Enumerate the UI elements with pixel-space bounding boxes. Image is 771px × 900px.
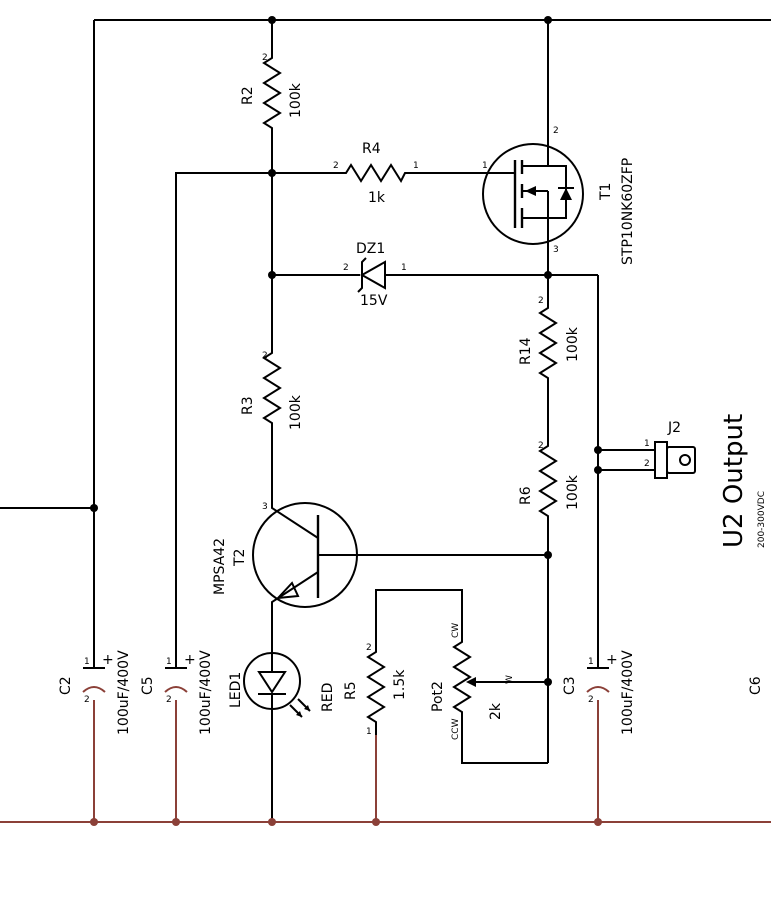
pot2-wiper: W — [505, 675, 515, 684]
r2-value: 100k — [288, 82, 304, 118]
c2-value: 100uF/400V — [116, 650, 132, 735]
resistor-r14: R14 100k 2 — [518, 296, 581, 385]
dz1-ref: DZ1 — [356, 241, 385, 257]
t2-ref: T2 — [232, 549, 248, 567]
capacitor-c3: C3 100uF/400V + 1 2 — [562, 650, 636, 735]
led-led1: LED1 RED — [228, 650, 336, 718]
pot2-value: 2k — [488, 702, 504, 720]
resistor-r4: R4 1k 2 1 — [333, 141, 419, 206]
capacitor-c6: C6 — [748, 676, 764, 695]
j2-pin1: 1 — [644, 439, 650, 449]
r5-pin1: 1 — [366, 727, 372, 737]
r14-ref: R14 — [518, 337, 534, 365]
r3-ref: R3 — [240, 396, 256, 415]
pot2-ref: Pot2 — [430, 681, 446, 712]
junctions — [90, 16, 602, 826]
c2-pin2: 2 — [84, 695, 90, 705]
c2-pin1: 1 — [84, 657, 90, 667]
c3-value: 100uF/400V — [620, 650, 636, 735]
c5-value: 100uF/400V — [198, 650, 214, 735]
c3-pin2: 2 — [588, 695, 594, 705]
j2-pin2: 2 — [644, 459, 650, 469]
zener-dz1: DZ1 15V 2 1 — [343, 241, 407, 309]
r4-pin1: 1 — [413, 161, 419, 171]
t1-pin1: 1 — [482, 161, 488, 171]
c3-ref: C3 — [562, 676, 578, 695]
resistor-r6: R6 100k 2 — [518, 438, 581, 525]
t2-part: MPSA42 — [212, 538, 228, 595]
title-subtext: 200-300VDC — [757, 491, 767, 548]
t1-pin2: 2 — [553, 126, 559, 136]
led1-value: RED — [320, 683, 336, 712]
pot2-ccw: CCW — [451, 718, 461, 740]
resistor-r2: R2 100k 2 — [240, 50, 304, 140]
c2-plus: + — [102, 652, 114, 668]
capacitor-c5: C5 100uF/400V + 1 2 — [140, 650, 214, 735]
r3-pin2: 2 — [262, 351, 268, 361]
r5-ref: R5 — [343, 681, 359, 700]
led1-ref: LED1 — [228, 672, 244, 708]
resistor-r5: R5 1.5k 2 1 — [343, 643, 408, 737]
dz1-value: 15V — [360, 293, 388, 309]
j2-ref: J2 — [667, 420, 681, 436]
c5-plus: + — [184, 652, 196, 668]
resistor-r3: R3 100k 2 — [240, 345, 304, 437]
c3-plus: + — [606, 652, 618, 668]
mosfet-t1: T1 STP10NK60ZFP 1 2 3 — [482, 126, 636, 265]
dz1-pin2: 2 — [343, 263, 349, 273]
c5-pin1: 1 — [166, 657, 172, 667]
r14-value: 100k — [565, 326, 581, 362]
r4-value: 1k — [368, 190, 386, 206]
dz1-pin1: 1 — [401, 263, 407, 273]
capacitor-c2: C2 100uF/400V + 1 2 — [58, 650, 132, 735]
r5-value: 1.5k — [392, 669, 408, 700]
r5-pin2: 2 — [366, 643, 372, 653]
c3-pin1: 1 — [588, 657, 594, 667]
r3-value: 100k — [288, 394, 304, 430]
r6-ref: R6 — [518, 486, 534, 505]
c5-ref: C5 — [140, 676, 156, 695]
title-text: U2 Output — [719, 414, 749, 548]
pot2-cw: CW — [451, 623, 461, 638]
c5-pin2: 2 — [166, 695, 172, 705]
r6-pin2: 2 — [538, 441, 544, 451]
t1-part: STP10NK60ZFP — [620, 158, 636, 265]
c6-ref: C6 — [748, 676, 764, 695]
r4-ref: R4 — [362, 141, 381, 157]
r6-value: 100k — [565, 474, 581, 510]
r2-pin2: 2 — [262, 53, 268, 63]
t1-ref: T1 — [598, 183, 614, 201]
c2-ref: C2 — [58, 676, 74, 695]
potentiometer-pot2: Pot2 2k CW CCW W — [430, 623, 515, 740]
r4-pin2: 2 — [333, 161, 339, 171]
t2-pin3: 3 — [262, 502, 268, 512]
r14-pin2: 2 — [538, 296, 544, 306]
r2-ref: R2 — [240, 86, 256, 105]
connector-j2: J2 1 2 — [644, 420, 696, 479]
transistor-t2: MPSA42 T2 3 — [212, 500, 358, 610]
title-block: U2 Output 200-300VDC — [719, 414, 767, 548]
t1-pin3: 3 — [553, 245, 559, 255]
